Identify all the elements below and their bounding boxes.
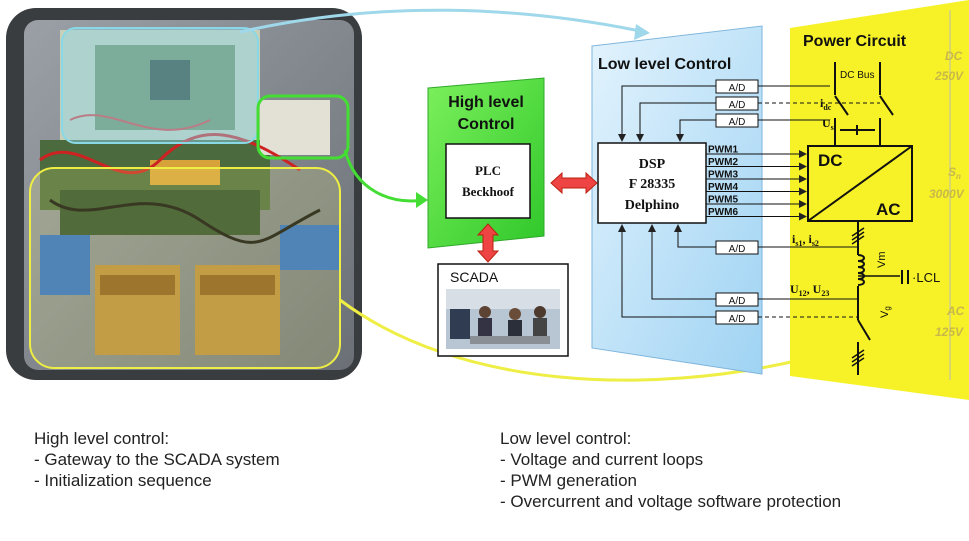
high-level-caption-item-2: - Initialization sequence (34, 471, 212, 490)
ad-label-4: A/D (729, 244, 746, 255)
yellow-connector-arrow (339, 298, 801, 382)
plc-line2: Beckhoof (462, 184, 515, 199)
low-level-caption-title: Low level control: (500, 429, 632, 448)
dc-switch-left (834, 95, 849, 116)
pwm-label-6: PWM6 (708, 207, 738, 218)
pwm-label-4: PWM4 (708, 182, 738, 193)
ad-label-6: A/D (729, 314, 746, 325)
ad-label-2: A/D (729, 100, 746, 111)
ad-label-5: A/D (729, 296, 746, 307)
high-level-caption-title: High level control: (34, 429, 170, 448)
dsp-line3: Delphino (625, 198, 679, 213)
plc-line1: PLC (475, 163, 501, 178)
scada-photo (446, 289, 560, 349)
high-level-caption-item-1: - Gateway to the SCADA system (34, 450, 280, 469)
low-level-caption: Low level control: - Voltage and current… (500, 428, 841, 512)
ad-inputs: A/D A/D A/D A/D A/D A/D (618, 79, 880, 325)
plc-scada-link-arrow (476, 223, 500, 263)
pwm-label-1: PWM1 (708, 145, 738, 156)
pwm-label-3: PWM3 (708, 170, 738, 181)
ad-label-3: A/D (729, 117, 746, 128)
grid-switch (857, 319, 871, 341)
plc-dsp-link-arrow (550, 171, 598, 195)
low-level-title: Low level Control (598, 56, 731, 73)
dsp-line2: F 28335 (629, 177, 676, 192)
pwm-label-2: PWM2 (708, 157, 738, 168)
converter-dc-label: DC (818, 151, 843, 170)
dsp-box (597, 142, 707, 224)
cyan-connector-arrow (239, 8, 646, 34)
rating-sn-value: 3000V (929, 187, 965, 201)
lcl-inductor-icon (857, 254, 865, 286)
system-diagram: Power Circuit DC Bus idc Us DC AC is1, i… (6, 0, 969, 400)
high-level-title-2: Control (458, 116, 515, 133)
cabinet-photo (6, 8, 362, 380)
rating-ac-voltage: 125V (935, 325, 964, 339)
cyan-highlight (61, 27, 259, 144)
u-label: U12, U23 (790, 282, 829, 298)
us-label: Us (822, 116, 834, 132)
scada-label: SCADA (450, 269, 499, 285)
rating-sn: Sn (948, 165, 961, 181)
green-connector-arrow (343, 149, 426, 203)
dsp-line1: DSP (639, 157, 666, 172)
dc-bus-label: DC Bus (840, 70, 874, 81)
low-level-caption-item-2: - PWM generation (500, 471, 637, 490)
low-level-caption-item-1: - Voltage and current loops (500, 450, 704, 469)
is-label: is1, is2 (792, 232, 819, 248)
dc-switch-right (879, 95, 894, 116)
green-highlight (256, 94, 350, 160)
power-circuit-title: Power Circuit (803, 33, 907, 50)
vm-label: Vm (876, 252, 888, 269)
high-level-title-1: High level (448, 94, 524, 111)
ad-label-1: A/D (729, 83, 746, 94)
converter-ac-label: AC (876, 200, 901, 219)
lcl-label: ·LCL (912, 270, 940, 285)
pwm-label-5: PWM5 (708, 195, 738, 206)
rating-dc-voltage: 250V (934, 69, 964, 83)
rating-dc: DC (945, 49, 963, 63)
vg-label: Vg (879, 306, 892, 318)
rating-ac: AC (946, 304, 965, 318)
plc-box (445, 143, 531, 219)
high-level-caption: High level control: - Gateway to the SCA… (34, 428, 280, 491)
yellow-highlight (29, 167, 341, 369)
low-level-caption-item-3: - Overcurrent and voltage software prote… (500, 492, 842, 511)
